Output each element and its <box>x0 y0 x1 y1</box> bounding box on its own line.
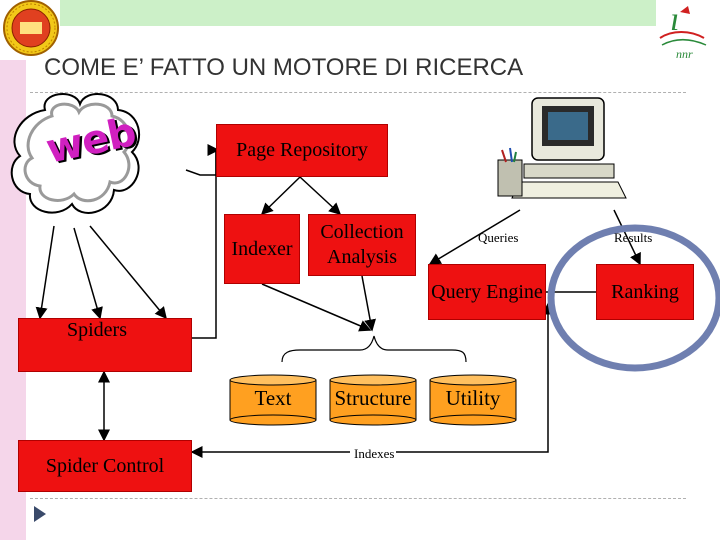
query-engine-box: Query Engine <box>428 264 546 320</box>
computer-icon <box>497 97 627 199</box>
institute-logo: ı nnr <box>659 1 707 61</box>
ranking-box: Ranking <box>596 264 694 320</box>
index-text-label: Text <box>254 386 292 410</box>
queries-label: Queries <box>478 230 519 245</box>
web-cloud <box>10 92 141 214</box>
index-cylinder-text <box>229 374 317 426</box>
index-utility-label: Utility <box>445 386 501 410</box>
indexer-box: Indexer <box>224 214 300 284</box>
spiders-box: Spiders <box>18 318 192 372</box>
svg-text:nnr: nnr <box>676 47 693 61</box>
title-separator <box>30 92 686 93</box>
collection-analysis-box: Collection Analysis <box>308 214 416 276</box>
svg-text:ı: ı <box>670 1 679 38</box>
university-seal-logo <box>3 0 59 56</box>
indexes-label: Indexes <box>352 446 397 462</box>
ranking-highlight-circle <box>547 224 720 372</box>
index-cylinder-utility <box>429 374 517 426</box>
index-structure-label: Structure <box>334 386 412 410</box>
footer-separator <box>30 498 686 499</box>
collection-analysis-line1: Collection <box>320 221 404 243</box>
spiders-label: Spiders <box>67 319 127 341</box>
collection-analysis-line2: Analysis <box>327 246 397 268</box>
index-cylinder-structure <box>329 374 417 426</box>
page-repository-box: Page Repository <box>216 124 388 177</box>
next-slide-arrow-icon[interactable] <box>34 506 46 522</box>
top-banner <box>60 0 656 26</box>
results-label: Results <box>614 230 653 242</box>
spider-control-box: Spider Control <box>18 440 192 492</box>
slide-title: COME E’ FATTO UN MOTORE DI RICERCA <box>44 54 524 81</box>
